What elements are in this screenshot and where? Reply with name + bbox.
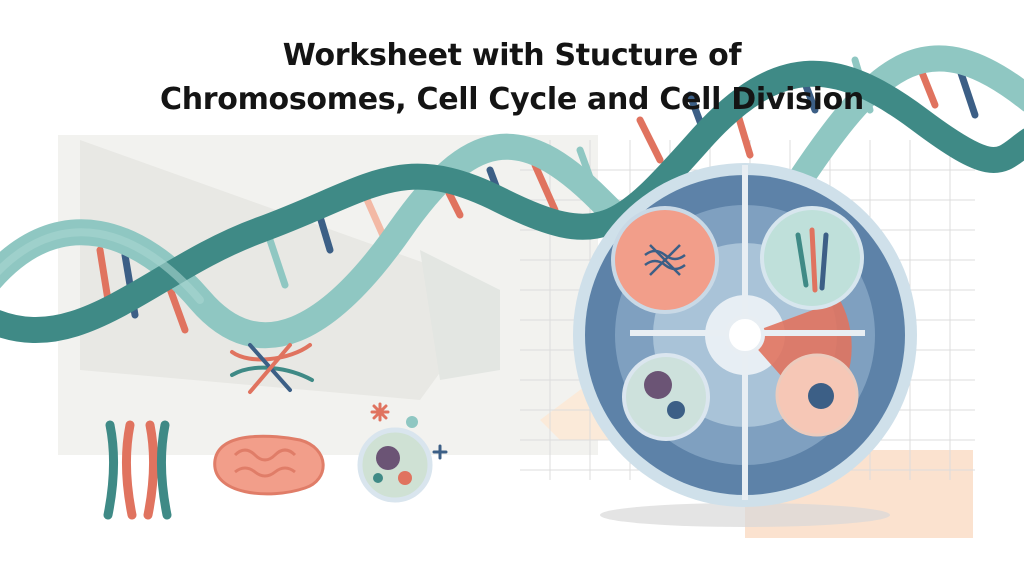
- small-cell-icon: [357, 427, 433, 503]
- title-line-2: Chromosomes, Cell Cycle and Cell Divisio…: [160, 82, 864, 117]
- snowflake-icon: [370, 402, 448, 460]
- cell-cycle-wheel-icon: [573, 163, 917, 527]
- chromosome-pair-icon: [103, 420, 172, 520]
- organelle-icon: [213, 434, 325, 496]
- page-title: Worksheet with Stucture of Chromosomes, …: [0, 34, 1024, 122]
- crossing-chromosomes-icon: [230, 343, 314, 394]
- dna-double-helix-icon: [0, 45, 1024, 349]
- title-line-1: Worksheet with Stucture of: [282, 38, 742, 73]
